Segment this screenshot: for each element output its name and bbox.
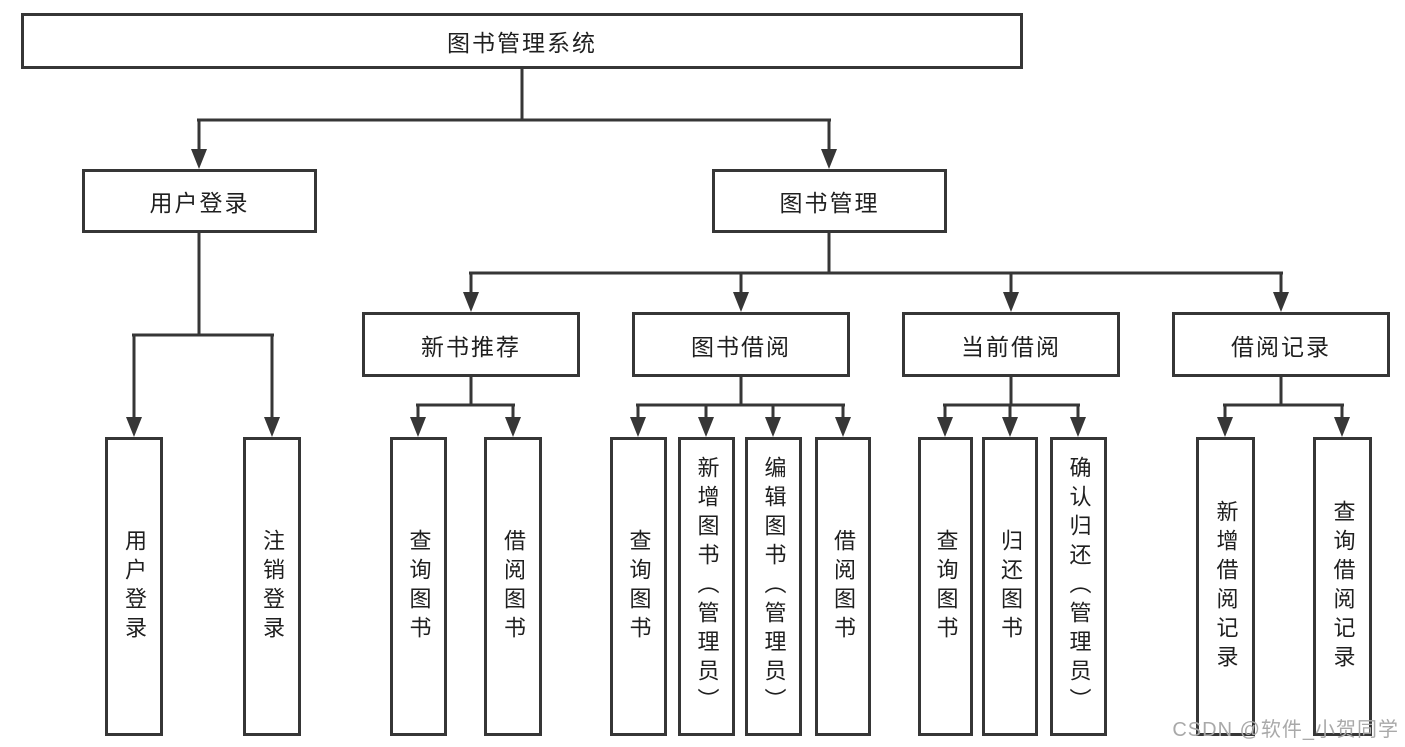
csdn-watermark: CSDN @软件_小贺同学 [1172, 719, 1399, 741]
node-book-borrowing: 图书借阅 [632, 312, 850, 377]
leaf-confirm-return-admin-label: 确认归还（管理员） [1066, 456, 1092, 717]
leaf-borrow-books-label: 借阅图书 [831, 528, 856, 645]
leaf-query-borrow-record: 查询借阅记录 [1313, 437, 1372, 736]
node-book-management-label: 图书管理 [779, 190, 880, 216]
leaf-borrow-books-recommend: 借阅图书 [484, 437, 542, 736]
connector-current-to-leaves [937, 374, 1086, 437]
connector-root-to-level2 [191, 66, 837, 169]
leaf-add-book-admin-label: 新增图书（管理员） [694, 456, 720, 717]
leaf-user-login: 用户登录 [105, 437, 163, 736]
leaf-query-books-borrowing: 查询图书 [610, 437, 667, 736]
leaf-query-books-recommend-label: 查询图书 [406, 528, 432, 645]
leaf-query-books-current-label: 查询图书 [933, 528, 959, 645]
leaf-user-login-label: 用户登录 [122, 528, 147, 645]
leaf-borrow-books-recommend-label: 借阅图书 [501, 528, 526, 645]
node-new-book-recommend-label: 新书推荐 [421, 333, 521, 360]
leaf-query-borrow-record-label: 查询借阅记录 [1330, 499, 1356, 674]
leaf-add-borrow-record: 新增借阅记录 [1196, 437, 1255, 736]
connector-bookmgmt-to-modules [463, 230, 1289, 312]
node-root: 图书管理系统 [21, 13, 1023, 69]
leaf-query-books-recommend: 查询图书 [390, 437, 447, 736]
leaf-add-book-admin: 新增图书（管理员） [678, 437, 735, 736]
node-book-borrowing-label: 图书借阅 [691, 333, 791, 360]
leaf-edit-book-admin: 编辑图书（管理员） [745, 437, 802, 736]
node-root-label: 图书管理系统 [447, 30, 597, 56]
leaf-borrow-books: 借阅图书 [815, 437, 871, 736]
leaf-confirm-return-admin: 确认归还（管理员） [1050, 437, 1107, 736]
leaf-logout: 注销登录 [243, 437, 301, 736]
node-borrowing-records: 借阅记录 [1172, 312, 1390, 377]
connector-newbook-to-leaves [410, 374, 521, 437]
connector-userlogin-to-leaves [126, 230, 280, 437]
node-borrowing-records-label: 借阅记录 [1231, 333, 1331, 360]
leaf-query-books-current: 查询图书 [918, 437, 973, 736]
node-book-management: 图书管理 [712, 169, 947, 233]
connector-records-to-leaves [1217, 374, 1350, 437]
leaf-query-books-borrowing-label: 查询图书 [626, 528, 652, 645]
leaf-logout-label: 注销登录 [260, 528, 285, 645]
leaf-edit-book-admin-label: 编辑图书（管理员） [761, 456, 787, 717]
node-new-book-recommend: 新书推荐 [362, 312, 580, 377]
node-current-borrowing-label: 当前借阅 [961, 333, 1061, 360]
node-user-login-label: 用户登录 [149, 190, 250, 216]
connector-borrowing-to-leaves [630, 374, 851, 437]
leaf-return-books-label: 归还图书 [998, 528, 1023, 645]
leaf-add-borrow-record-label: 新增借阅记录 [1213, 499, 1239, 674]
node-user-login: 用户登录 [82, 169, 317, 233]
leaf-return-books: 归还图书 [982, 437, 1038, 736]
node-current-borrowing: 当前借阅 [902, 312, 1120, 377]
